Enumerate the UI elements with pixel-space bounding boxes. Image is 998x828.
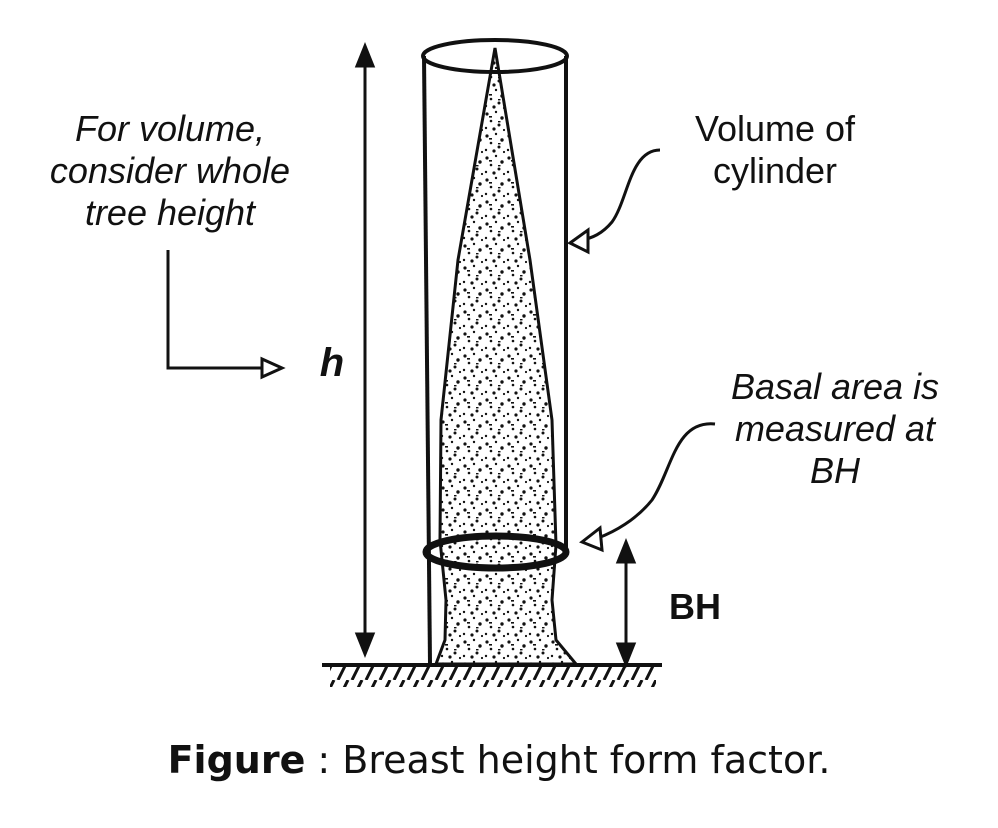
volume-note-pointer (166, 250, 286, 380)
tree-stem (433, 47, 580, 666)
caption-prefix: Figure (167, 738, 306, 782)
bh-arrow (615, 537, 637, 669)
basal-pointer (579, 422, 716, 553)
volume-note-label: For volume, consider whole tree height (49, 108, 291, 233)
figure-caption: Figure : Breast height form factor. (0, 738, 998, 782)
caption-text: : Breast height form factor. (305, 738, 831, 782)
basal-area-label: Basal area is measured at BH (730, 366, 940, 491)
basal-area-ellipse (422, 532, 570, 572)
height-arrow (354, 41, 376, 659)
height-label: h (319, 341, 345, 385)
ground (322, 663, 662, 687)
bh-label: BH (669, 586, 721, 627)
cylinder (421, 38, 569, 665)
cylinder-pointer (567, 148, 661, 255)
cylinder-label: Volume of cylinder (694, 108, 856, 191)
